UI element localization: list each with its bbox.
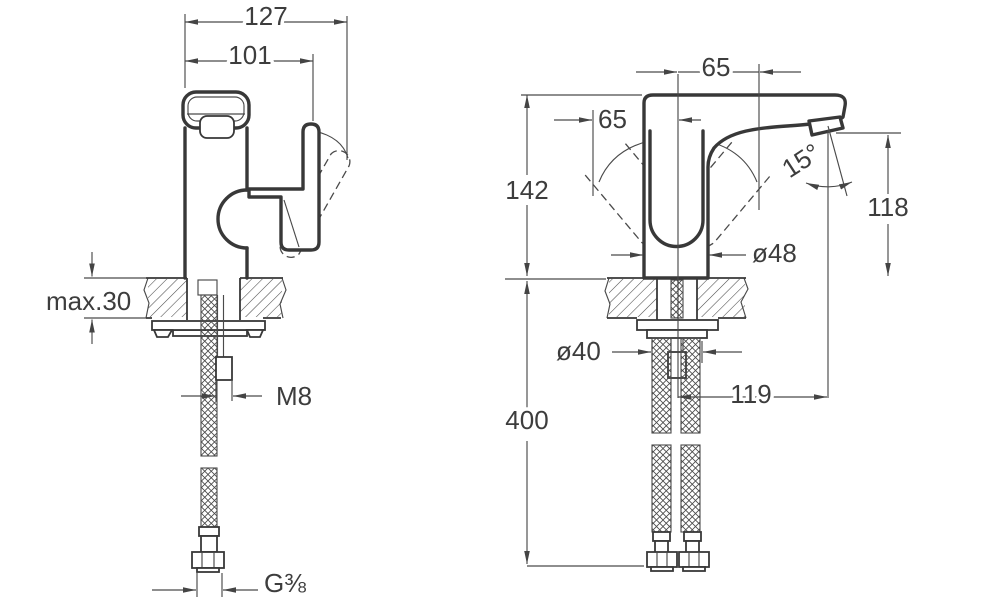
hose-right-upper: [680, 337, 701, 434]
nut-lip-left: [650, 566, 674, 572]
dim-flange-diameter-label: ø40: [556, 336, 601, 366]
side-view: 127 101 max.30 M8 G⅜: [43, 0, 351, 601]
dim-spout-depth-label: 101: [228, 40, 271, 70]
dim-d40-extensions: [651, 341, 703, 363]
dim-spout-tip-offset: 119: [678, 376, 827, 413]
dim-outlet-height: 118: [836, 132, 912, 276]
spout-outlet: [807, 115, 845, 137]
deck-hatch-right: [240, 279, 282, 317]
flange-foot-right: [245, 329, 265, 338]
hose-hex-nut: [191, 551, 225, 569]
deck-broken-edge-right: [279, 277, 287, 319]
flange-step: [646, 329, 708, 339]
shank-edges: [656, 278, 698, 320]
dim-body-diameter: ø48: [611, 235, 800, 272]
handle-ghost-outline: [279, 150, 351, 258]
dim-flange-diameter: ø40: [553, 333, 742, 370]
dim-max30-extensions: [84, 277, 146, 319]
front-faucet-body: [642, 74, 847, 398]
side-faucet-body: [181, 90, 321, 280]
handle-base-line: [283, 199, 300, 248]
stud-nut: [215, 356, 233, 381]
dim-127-extensions: [184, 14, 348, 160]
valve-housing: [216, 188, 249, 250]
shank-edges: [186, 278, 241, 320]
dim-outlet-height-label: 118: [867, 192, 908, 222]
dim-outlet-offset: 65: [636, 49, 801, 210]
deck-broken-edge-left: [143, 277, 150, 319]
side-fixing-stud: [215, 295, 233, 381]
deck-hatch-left: [148, 279, 187, 317]
dim-deck-thickness: max.30: [43, 252, 146, 344]
hose-lower: [200, 467, 218, 528]
hose-left-upper: [651, 337, 672, 434]
dim-height-above-deck-label: 142: [505, 175, 548, 205]
dim-hose-length: 400: [502, 281, 644, 567]
hose-ferrule-collar: [198, 526, 220, 537]
dim-overall-depth: 127: [184, 0, 348, 160]
side-deck-section: [143, 277, 287, 320]
ferrule-collar-right: [683, 531, 702, 542]
dim-m8-extensions: [215, 381, 233, 401]
dim-hose-thread: G⅜: [152, 565, 310, 601]
hose-ferrule: [200, 535, 218, 553]
angle-arc: [805, 181, 853, 191]
dim-height-above-deck: 142: [502, 94, 642, 280]
dim-stud-thread: M8: [181, 378, 316, 415]
dim-142-extensions: [505, 94, 642, 280]
dim-hose-thread-label: G⅜: [264, 568, 306, 598]
front-supply-hoses: [646, 337, 710, 572]
dim-stud-thread-label: M8: [276, 381, 312, 411]
aerator: [199, 115, 235, 139]
front-deck-section: [604, 277, 749, 320]
stud-rod: [216, 295, 225, 357]
dim-spout-tip-offset-label: 119: [730, 379, 771, 409]
angle-slant-line: [827, 125, 848, 197]
deck-hatch-left: [609, 279, 657, 317]
dim-g38-extensions: [196, 573, 223, 597]
shank-insert: [197, 279, 218, 296]
front-view: 142 400 65 65 118: [502, 49, 912, 572]
dim-outlet-offset-label: 65: [702, 52, 731, 82]
dim-body-diameter-label: ø48: [752, 238, 797, 268]
flange-foot-left: [152, 329, 174, 338]
hex-nut-facets: [656, 552, 700, 567]
hex-nut-right: [678, 551, 710, 568]
deck-broken-edge-left: [604, 277, 611, 319]
shank-stud: [670, 279, 684, 319]
ferrule-collar-left: [652, 531, 671, 542]
hose-nut-lip: [196, 567, 220, 573]
dim-deck-thickness-label: max.30: [46, 286, 131, 316]
handle-lever: [247, 122, 321, 252]
deck-broken-edge-right: [740, 277, 749, 319]
swing-arc-left: [598, 140, 650, 183]
dim-spout-depth: 101: [185, 37, 314, 121]
dim-hose-length-label: 400: [505, 405, 548, 435]
deck-hatch-right: [697, 279, 745, 317]
dim-outlet-angle-label: 15°: [776, 137, 825, 184]
hose-left-lower: [651, 444, 672, 533]
hose-right-lower: [680, 444, 701, 533]
dim-handle-offset: 65: [554, 101, 701, 196]
dim-overall-depth-label: 127: [244, 1, 287, 31]
hex-nut-left: [646, 551, 678, 568]
handle-loop: [648, 129, 705, 249]
hose-upper: [200, 294, 218, 457]
hex-nut-facets: [201, 552, 215, 568]
dim-handle-offset-label: 65: [598, 104, 627, 134]
nut-lip-right: [682, 566, 706, 572]
